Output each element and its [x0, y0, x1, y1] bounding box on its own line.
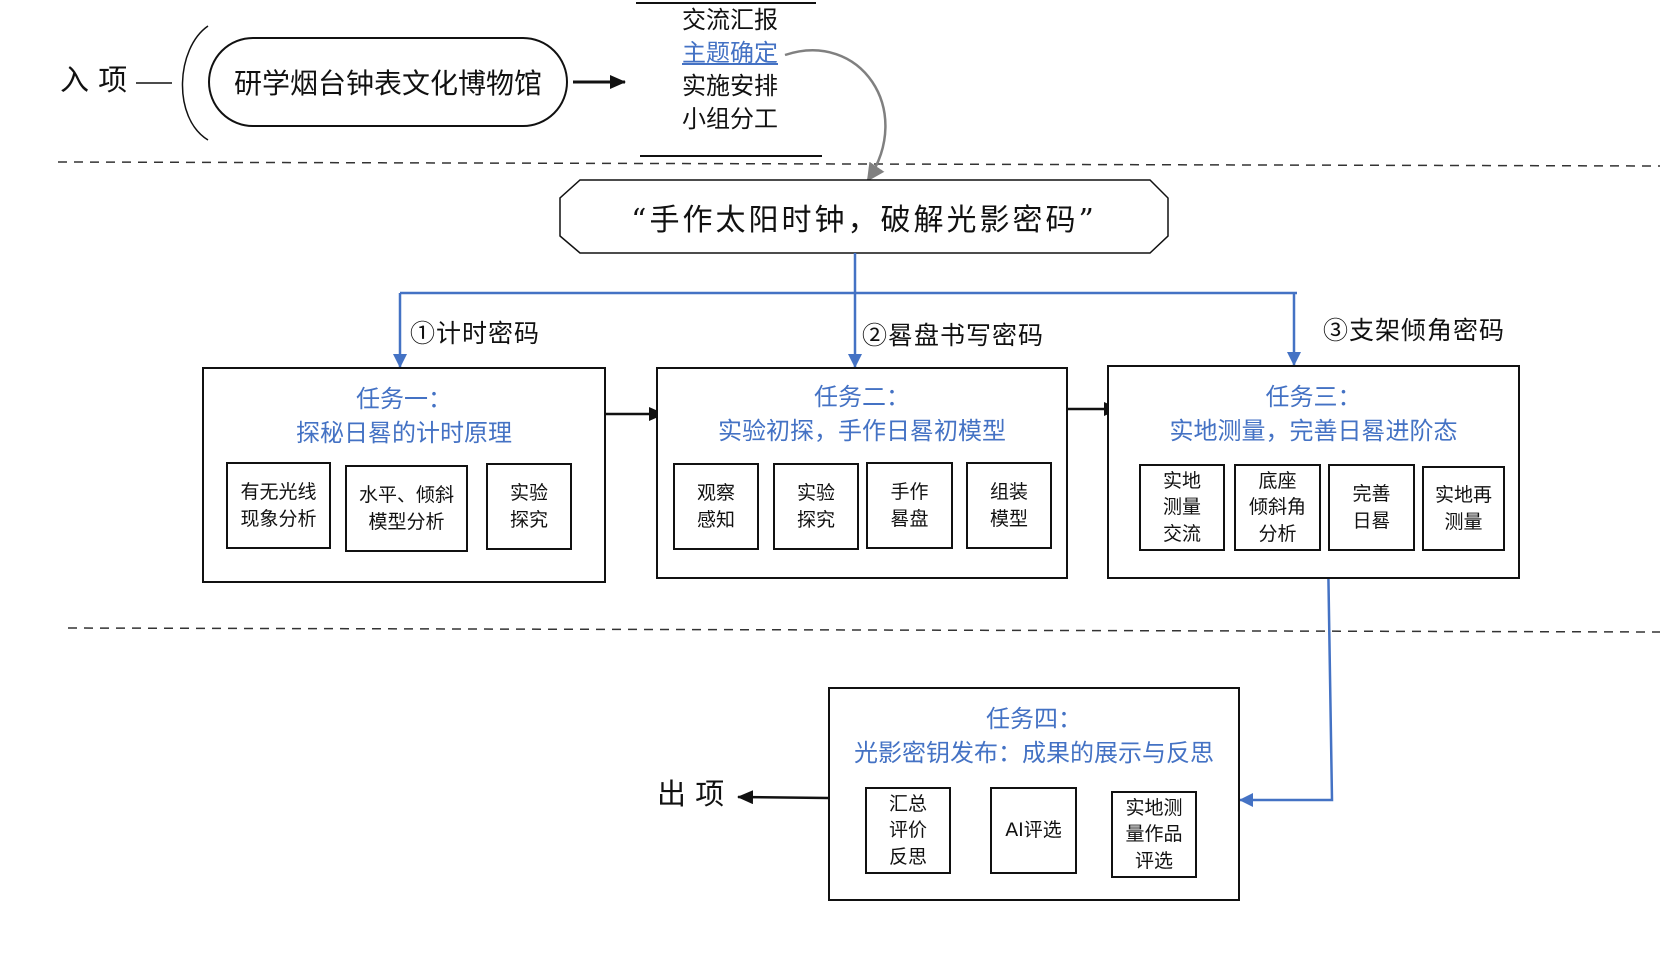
entry-step: 交流汇报	[682, 6, 778, 34]
branch-label-2: ②晷盘书写密码	[862, 321, 1045, 350]
separator-top	[57, 161, 1661, 167]
task-1-step-3: 实验探究	[486, 463, 572, 550]
task-1-title: 任务一： 探秘日晷的计时原理	[202, 382, 606, 450]
exit-label: 出 项	[657, 777, 725, 811]
task3-to-task4-line	[1239, 551, 1334, 807]
task-subtitle: 实地测量，完善日晷进阶态	[1169, 417, 1458, 446]
task-4-step-1: 汇总评价反思	[865, 787, 951, 874]
task-3-title: 任务三： 实地测量，完善日晷进阶态	[1107, 380, 1520, 448]
branch-label-1: ①计时密码	[410, 319, 541, 348]
task-3-step-3: 完善日晷	[1328, 464, 1415, 551]
theme-curve-arrow	[784, 49, 887, 182]
entry-step: 小组分工	[682, 105, 778, 133]
task-4-step-2: AI评选	[990, 787, 1077, 874]
task-title: 任务三：	[1265, 383, 1362, 411]
entry-steps: 交流汇报 主题确定 实施安排 小组分工	[640, 8, 820, 140]
task-4-step-3: 实地测量作品评选	[1111, 791, 1197, 878]
task-1-step-2: 水平、倾斜模型分析	[345, 465, 468, 552]
task-subtitle: 实验初探，手作日晷初模型	[718, 417, 1006, 446]
task-3-step-4: 实地再测量	[1422, 466, 1505, 551]
entry-brace	[181, 25, 209, 141]
entry-activity: 研学烟台钟表文化博物馆	[208, 37, 568, 127]
entry-step: 实施安排	[682, 72, 778, 100]
task-3-step-1: 实地测量交流	[1139, 464, 1225, 551]
exit-arrow	[737, 790, 829, 805]
task-2-step-4: 组装模型	[966, 462, 1052, 549]
branch-label-3: ③支架倾角密码	[1323, 316, 1506, 345]
task-2-step-1: 观察感知	[673, 463, 759, 550]
separator-bottom	[67, 627, 1661, 633]
task-4-title: 任务四： 光影密钥发布：成果的展示与反思	[828, 702, 1240, 770]
task-2-step-3: 手作晷盘	[866, 462, 953, 549]
theme-title: “手作太阳时钟，破解光影密码”	[631, 202, 1097, 238]
task-title: 任务二：	[814, 383, 910, 411]
task-2-step-2: 实验探究	[773, 463, 859, 550]
entry-label: 入 项	[60, 63, 128, 97]
entry-step-highlight: 主题确定	[682, 39, 778, 67]
task-3-step-2: 底座倾斜角分析	[1234, 464, 1321, 551]
task-subtitle: 探秘日晷的计时原理	[296, 419, 512, 448]
theme-frame	[559, 179, 1169, 254]
task-subtitle: 光影密钥发布：成果的展示与反思	[854, 739, 1214, 768]
task-title: 任务四：	[986, 705, 1082, 733]
task-title: 任务一：	[356, 385, 452, 413]
task-2-title: 任务二： 实验初探，手作日晷初模型	[656, 380, 1068, 448]
task-1-step-1: 有无光线现象分析	[226, 462, 331, 549]
